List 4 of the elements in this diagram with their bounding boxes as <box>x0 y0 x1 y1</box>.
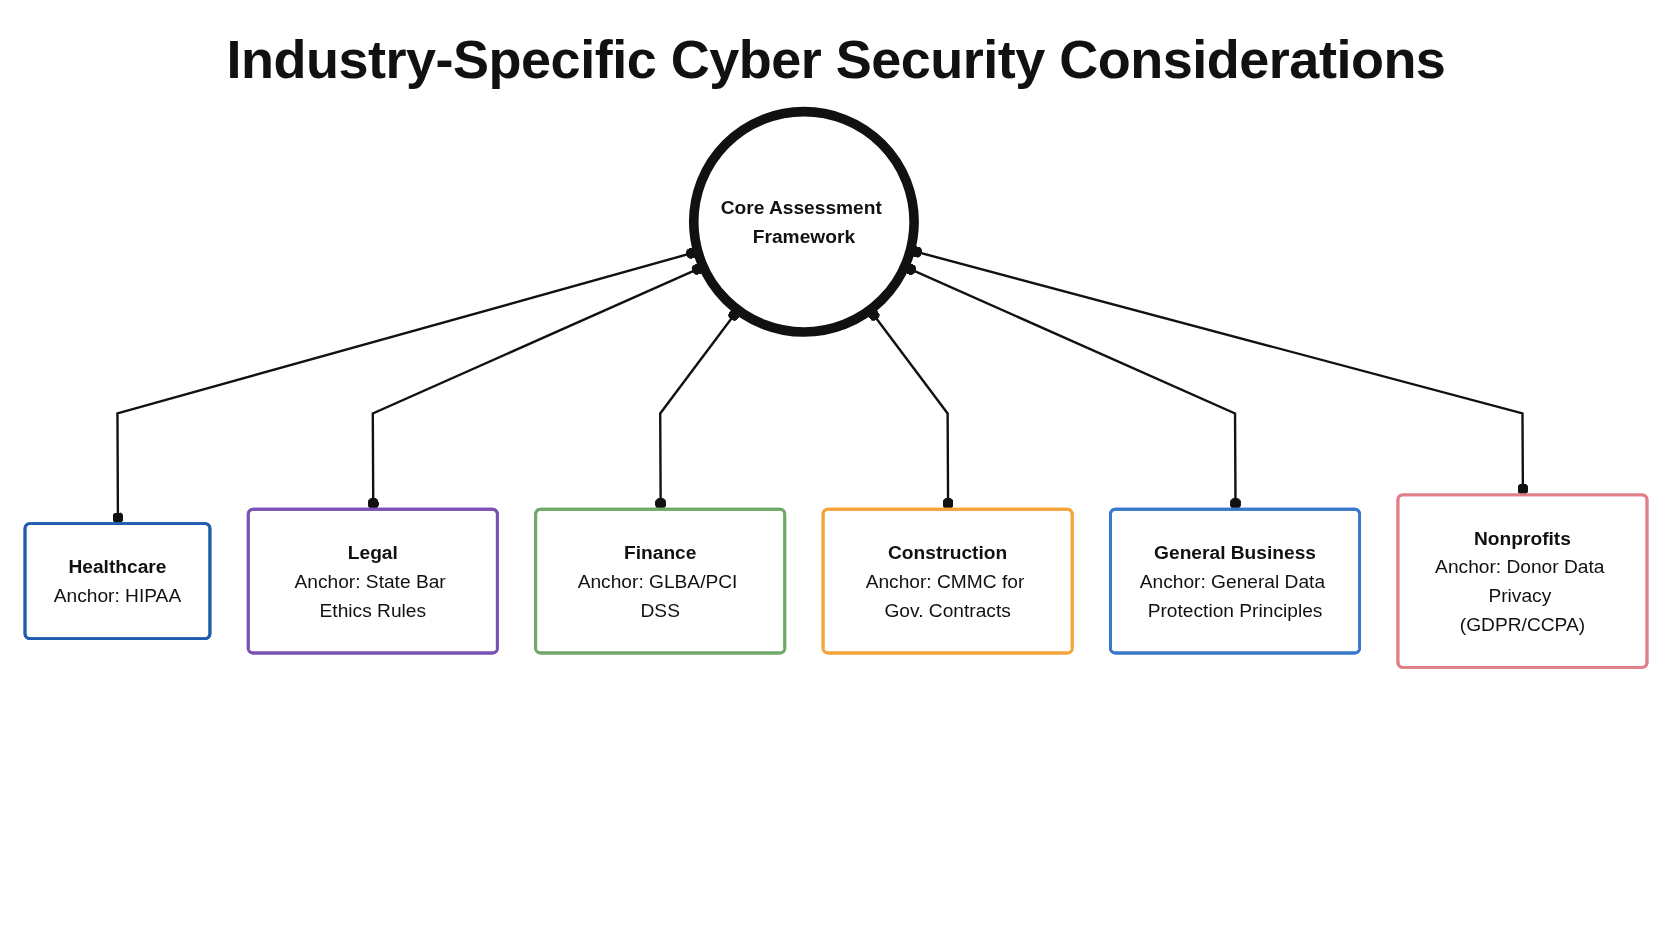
connector <box>654 309 740 510</box>
title: Industry-Specific Cyber Security Considerations <box>226 28 1446 90</box>
node-circle: Core Assessment Framework <box>688 106 919 337</box>
connector <box>868 309 954 510</box>
